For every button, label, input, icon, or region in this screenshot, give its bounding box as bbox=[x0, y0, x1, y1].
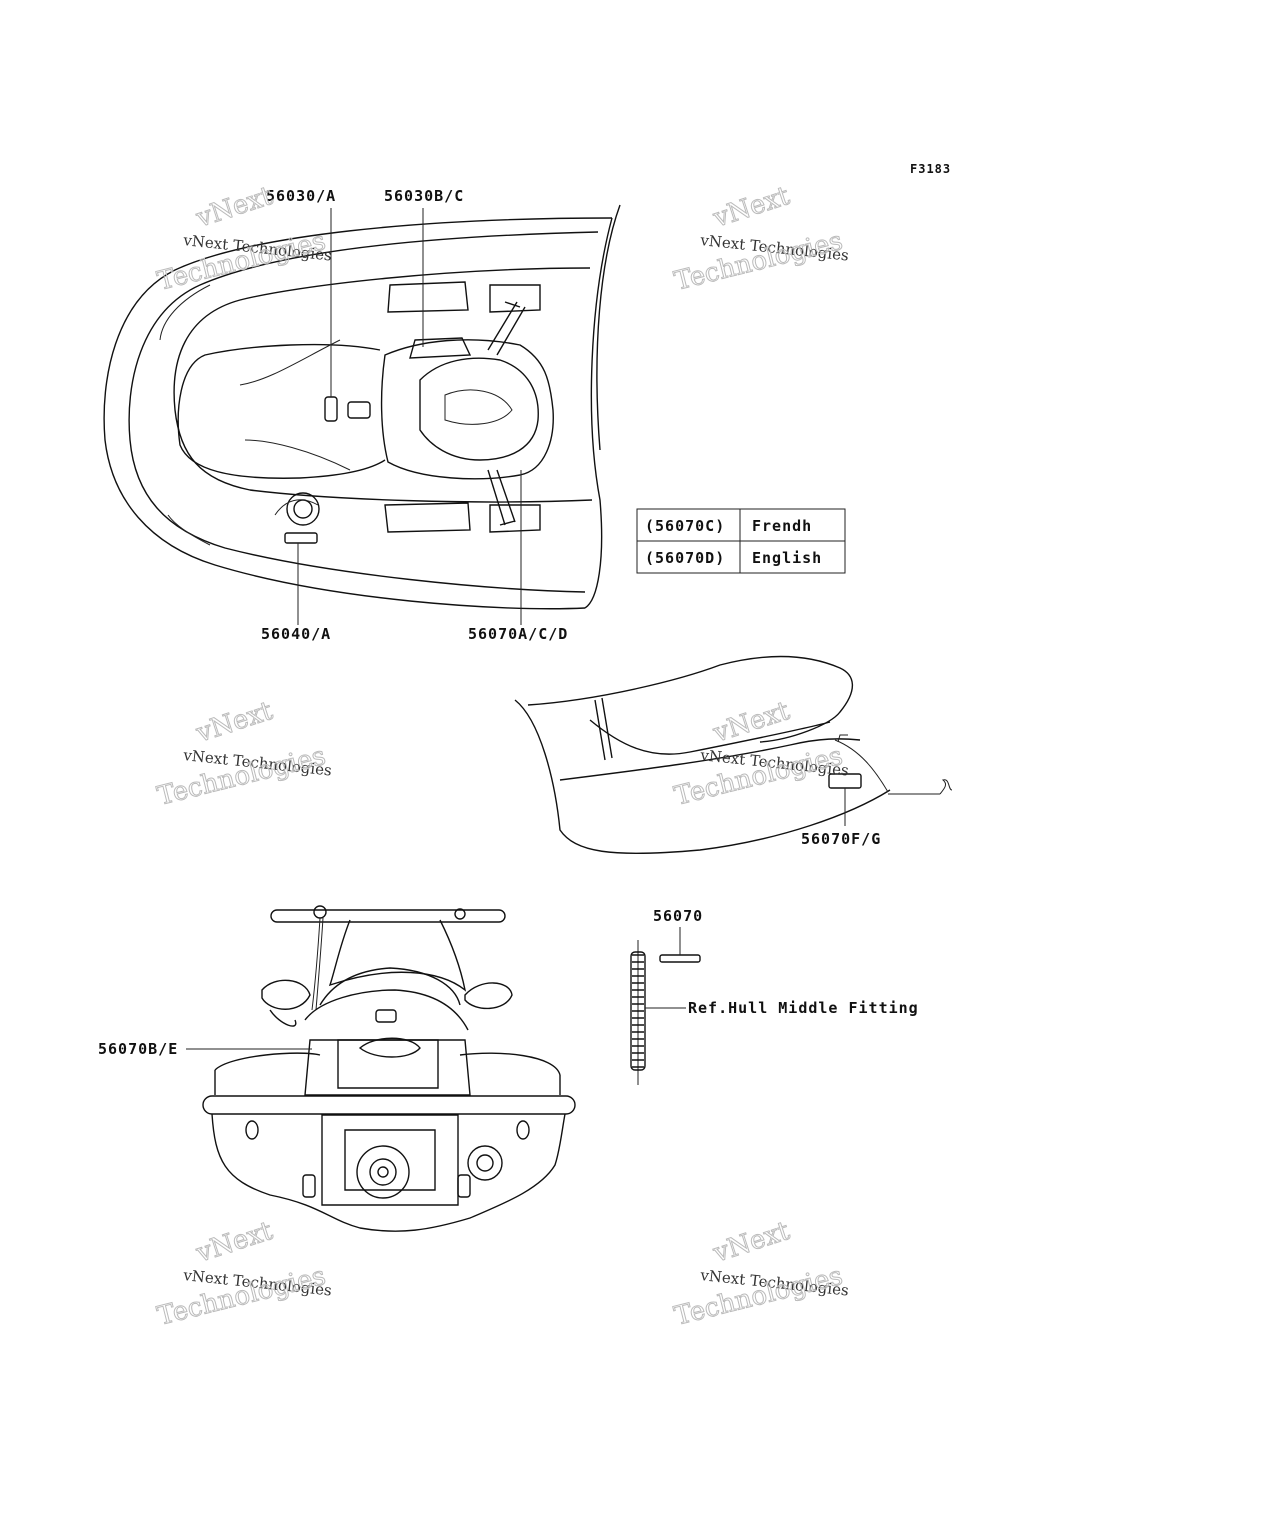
callout-56040-a: 56040/A bbox=[261, 625, 331, 643]
watermark-vnext: vNext bbox=[709, 1216, 794, 1269]
side-view-drawing bbox=[514, 655, 953, 855]
callout-56030-a: 56030/A bbox=[266, 187, 336, 205]
callout-ref-hull-middle-fitting: Ref.Hull Middle Fitting bbox=[688, 999, 919, 1017]
legend-table: (56070C) Frendh (56070D) English bbox=[636, 508, 846, 574]
rear-view-drawing bbox=[202, 905, 576, 1232]
callout-56070: 56070 bbox=[653, 907, 703, 925]
watermark-bottom-right: vNext vNext Technologies Technologies bbox=[671, 1215, 850, 1332]
watermark-vnext: vNext bbox=[709, 696, 794, 749]
figure-code: F3183 bbox=[910, 162, 951, 176]
legend-language-row-2: English bbox=[752, 549, 822, 567]
watermark-vnext: vNext bbox=[192, 181, 277, 234]
legend-code-row-1: (56070C) bbox=[645, 517, 725, 535]
watermark-mid-right: vNext vNext Technologies Technologies bbox=[671, 695, 850, 812]
callout-56030-bc: 56030B/C bbox=[384, 187, 464, 205]
top-view-drawing bbox=[103, 204, 621, 610]
callout-56070-fg: 56070F/G bbox=[801, 830, 881, 848]
watermark-mid-left: vNext vNext Technologies Technologies bbox=[154, 695, 333, 812]
watermark-vnext: vNext bbox=[192, 1216, 277, 1269]
watermark-bottom-left: vNext vNext Technologies Technologies bbox=[154, 1215, 333, 1332]
watermark-vnext: vNext bbox=[709, 181, 794, 234]
callout-56070-acd: 56070A/C/D bbox=[468, 625, 568, 643]
legend-code-row-2: (56070D) bbox=[645, 549, 725, 567]
callout-56070-be: 56070B/E bbox=[98, 1040, 178, 1058]
legend-language-row-1: Frendh bbox=[752, 517, 812, 535]
watermark-vnext: vNext bbox=[192, 696, 277, 749]
watermark-top-right: vNext vNext Technologies Technologies bbox=[671, 180, 850, 297]
